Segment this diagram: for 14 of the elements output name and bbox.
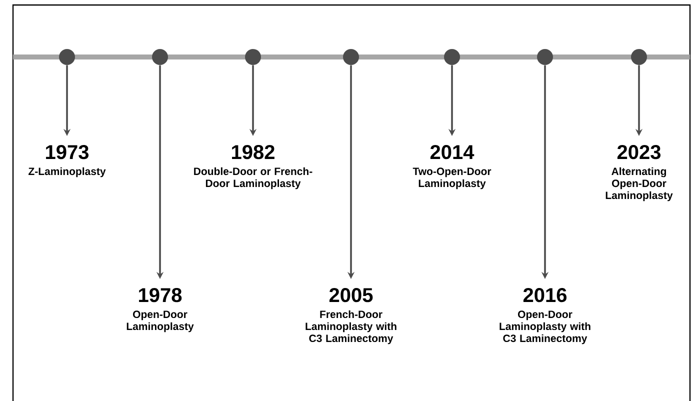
- timeline-dot: [343, 49, 359, 65]
- timeline-event: 2016 Open-Door Laminoplasty with C3 Laminectomy: [500, 288, 590, 344]
- timeline-event: 2014 Two-Open-Door Laminoplasty: [412, 145, 492, 190]
- timeline-event: 1982 Double-Door or French-Door Laminoplasty: [194, 145, 312, 190]
- timeline-event: 2023 Alternating Open-Door Laminoplasty: [606, 145, 673, 202]
- timeline-dot: [152, 49, 168, 65]
- timeline-dot: [245, 49, 261, 65]
- timeline-event: 2005 French-Door Laminoplasty with C3 Laminectomy: [306, 288, 396, 344]
- timeline-dot: [59, 49, 76, 65]
- timeline-dot: [444, 49, 460, 65]
- timeline-event: 1973 Z-Laminoplasty: [28, 145, 106, 178]
- timeline-event: 1978 Open-Door Laminoplasty: [126, 288, 194, 332]
- timeline-dot: [537, 49, 553, 65]
- timeline-dot: [631, 49, 647, 65]
